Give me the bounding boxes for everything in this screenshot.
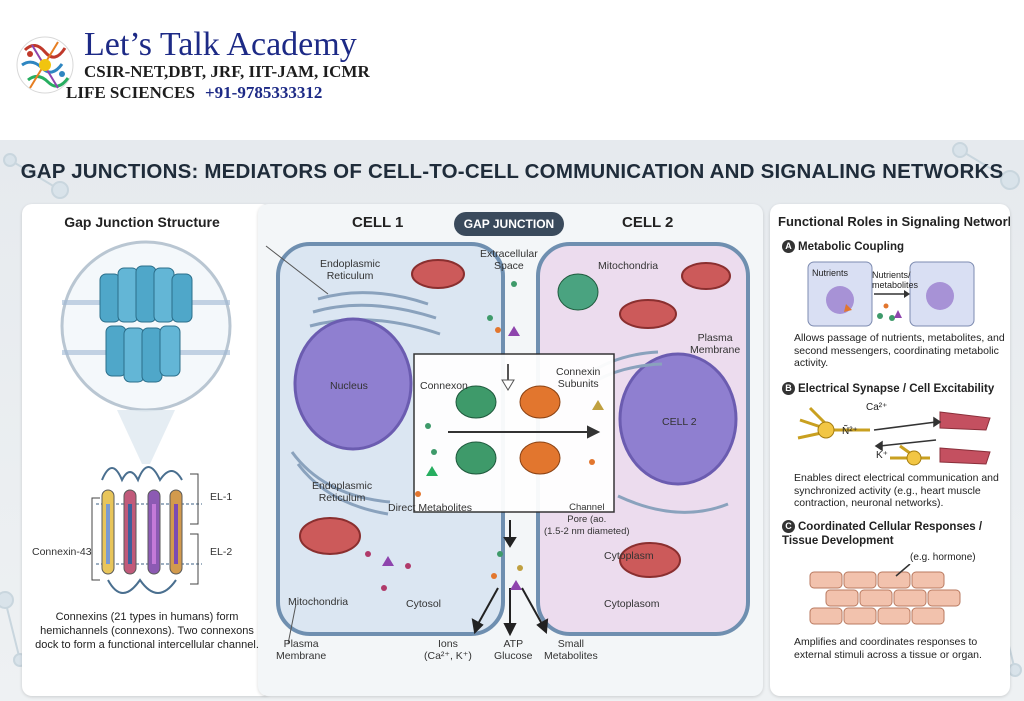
role-c-badge: C [782,520,795,533]
direct-metabolites-label: Direct Metabolites [388,502,473,514]
hormone-label: (e.g. hormone) [910,552,976,563]
brand-subject-line: LIFE SCIENCES +91-9785333312 [66,83,322,103]
structure-title: Gap Junction Structure [64,214,220,230]
transmembrane-helices [101,489,183,575]
ca-label: Ca²⁺ [866,402,888,413]
cell2-title: CELL 2 [622,214,674,231]
er-bottom-label: Endoplasmic Reticulum [312,480,373,504]
role-a-badge: A [782,240,795,253]
cell2-nucleus-label: CELL 2 [662,416,697,428]
er-top-label: Endoplasmic Reticulum [320,258,381,282]
connexon-top-icon [557,273,599,311]
ions-label: Ions (Ca²⁺, K⁺) [424,638,472,662]
role-b-badge: B [782,382,795,395]
communication-panel: CELL 1 GAP JUNCTION CELL 2 Endoplasmic R… [258,204,763,696]
gap-junction-pill: GAP JUNCTION [454,212,564,236]
cell1-er [290,291,441,516]
cell2-nucleus [618,352,738,486]
connexin-structure-illustration [60,240,232,594]
el2-label: EL-2 [210,546,233,558]
connexon-barrel-icon [99,265,193,383]
structure-caption: Connexins (21 types in humans) form hemi… [35,611,259,651]
roles-title: Functional Roles in Signaling Networks [778,214,1010,229]
cell1-nucleus [293,317,413,451]
metabolic-coupling-icon [807,261,975,327]
role-b-title: Electrical Synapse / Cell Excitability [798,383,995,395]
connexin-subunits-label: Connexin Subunits [556,366,601,390]
nutrients-label: Nutrients [812,268,849,278]
cytosol-label: Cytosol [406,598,442,610]
poster-title: GAP JUNCTIONS: MEDIATORS OF CELL-TO-CELL… [20,160,1004,183]
channel-pore-label: Channel Pore (ao. (1.5-2 nm diameted) [544,502,630,537]
electrical-synapse-icon [797,406,991,466]
cytoplasom-label: Cytoplasom [604,598,660,610]
brand-phone: +91-9785333312 [204,83,323,102]
small-metabolites-label: Small Metabolites [544,638,598,662]
role-a-text: Allows passage of nutrients, metabolites… [794,332,1005,369]
connexon-green-icon [455,385,497,475]
mito-bottom-label: Mitochondria [288,596,349,608]
plasma-left-label: Plasma Membrane [276,638,327,662]
cell1-title: CELL 1 [352,214,404,231]
roles-panel: Functional Roles in Signaling Networks A… [770,204,1010,696]
role-c-title: Coordinated Cellular Responses / Tissue … [782,521,983,547]
k-label: K⁺ [876,450,888,461]
molecule-background [0,142,1022,677]
brand-header: Let’s Talk Academy CSIR-NET,DBT, JRF, II… [0,0,1024,140]
nucleus-label: Nucleus [330,380,368,392]
structure-panel: Gap Junction Structure [22,204,272,696]
role-a-title: Metabolic Coupling [798,241,905,253]
tissue-cells-icon [809,564,961,625]
infographic-poster: GAP JUNCTIONS: MEDIATORS OF CELL-TO-CELL… [0,140,1024,701]
extracellular-label: Extracellular Space [480,248,538,272]
el1-label: EL-1 [210,491,233,503]
brand-subject: LIFE SCIENCES [66,83,195,102]
cytoplasm-label: Cytoplasm [604,550,654,562]
mito-top-label: Mitochondria [598,260,659,272]
nutrients-metabolites-label: Nutrients/ metabolites [872,270,919,290]
atp-glucose-label: ATP Glucose [494,638,533,662]
na-label: Ñ²⁺ [842,426,858,437]
academy-logo-icon [16,36,74,94]
plasma-right-label: Plasma Membrane [690,332,741,356]
connexin43-label: Connexin-43 [32,546,92,558]
role-b-text: Enables direct electrical communication … [794,472,999,509]
brand-title: Let’s Talk Academy [84,26,357,63]
connexon-label: Connexon [420,380,468,392]
brand-exams: CSIR-NET,DBT, JRF, IIT-JAM, ICMR [84,62,370,81]
connexon-orange-icon [519,385,561,475]
molecule-dots [365,281,604,591]
mitochondria-shapes [299,259,731,578]
role-c-text: Amplifies and coordinates responses to e… [794,636,982,661]
cells-diagram [265,242,750,645]
